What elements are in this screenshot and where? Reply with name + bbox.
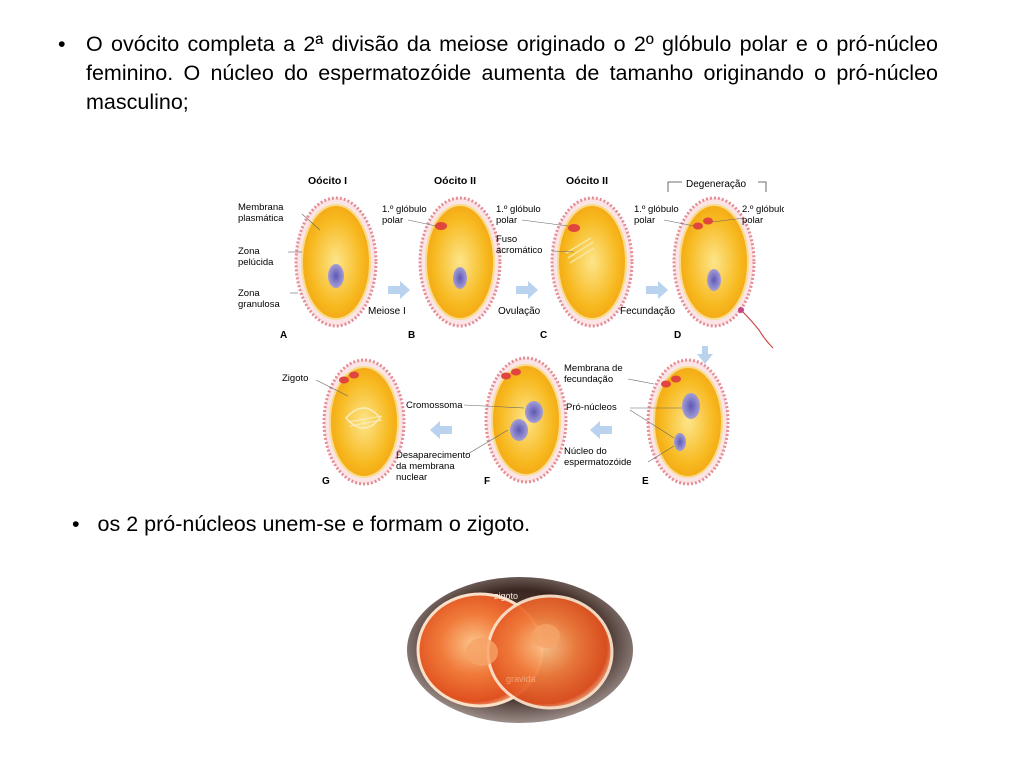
fertilization-diagram: Oócito I Oócito II Oócito II Degeneração <box>236 168 787 498</box>
cell-a <box>294 196 378 328</box>
label-zigoto: Zigoto <box>282 373 308 384</box>
letter-e: E <box>642 476 649 487</box>
zygote-photo: zigoto gravida <box>406 576 634 724</box>
label-nucleo-esp-1: Núcleo do <box>564 446 607 457</box>
label-globulo-d-1: 1.º glóbulo <box>634 204 679 215</box>
letter-g: G <box>322 476 330 487</box>
letter-c: C <box>540 330 547 341</box>
bullet-item-1: • O ovócito completa a 2ª divisão da mei… <box>58 30 938 117</box>
bullet-marker: • <box>58 32 66 56</box>
label-fuso-1: Fuso <box>496 234 517 245</box>
label-nucleo-esp-2: espermatozóide <box>564 457 632 468</box>
label-fecundacao: Fecundação <box>620 306 675 317</box>
cell-c <box>550 196 634 328</box>
label-globulo-b-1: 1.º glóbulo <box>382 204 427 215</box>
letter-b: B <box>408 330 415 341</box>
label-cromossoma: Cromossoma <box>406 400 463 411</box>
label-membrana-fec-1: Membrana de <box>564 363 623 374</box>
bullet-text-1: O ovócito completa a 2ª divisão da meios… <box>86 32 938 114</box>
cell-e <box>646 358 730 486</box>
label-meiose: Meiose I <box>368 306 406 317</box>
label-globulo2-d-2: polar <box>742 215 763 226</box>
cell-d <box>672 196 774 349</box>
label-globulo-c-1: 1.º glóbulo <box>496 204 541 215</box>
label-zona-granulosa-2: granulosa <box>238 299 280 310</box>
label-desaparecimento-1: Desaparecimento <box>396 450 470 461</box>
label-membrana-1: Membrana <box>238 202 284 213</box>
label-membrana-2: plasmática <box>238 213 284 224</box>
label-ovulacao: Ovulação <box>498 306 541 317</box>
label-globulo-d-2: polar <box>634 215 655 226</box>
letter-d: D <box>674 330 681 341</box>
photo-watermark: gravida <box>506 674 536 684</box>
cell-g <box>322 358 406 486</box>
label-globulo-b-2: polar <box>382 215 403 226</box>
cell-b <box>418 196 502 328</box>
bullet-text-2: os 2 pró-núcleos unem-se e formam o zigo… <box>97 512 531 536</box>
process-arrows <box>388 281 713 439</box>
bullet-marker: • <box>72 512 80 536</box>
label-desaparecimento-2: da membrana <box>396 461 455 472</box>
header-oocito-1: Oócito I <box>308 175 347 187</box>
label-desaparecimento-3: nuclear <box>396 472 427 483</box>
letter-f: F <box>484 476 490 487</box>
label-pronucleos: Pró-núcleos <box>566 402 617 413</box>
label-fuso-2: acromático <box>496 245 542 256</box>
bullet-item-2: • os 2 pró-núcleos unem-se e formam o zig… <box>72 510 530 539</box>
photo-caption: zigoto <box>494 591 518 601</box>
letter-a: A <box>280 330 287 341</box>
cell-f <box>484 356 568 484</box>
label-globulo2-d-1: 2.º glóbulo <box>742 204 784 215</box>
cell-right <box>486 594 614 710</box>
label-globulo-c-2: polar <box>496 215 517 226</box>
label-zona-granulosa-1: Zona <box>238 288 260 299</box>
header-oocito-3: Oócito II <box>566 175 608 187</box>
header-oocito-2: Oócito II <box>434 175 476 187</box>
label-zona-pelucida-1: Zona <box>238 246 260 257</box>
label-zona-pelucida-2: pelúcida <box>238 257 274 268</box>
label-membrana-fec-2: fecundação <box>564 374 613 385</box>
header-degeneracao: Degeneração <box>686 179 746 190</box>
